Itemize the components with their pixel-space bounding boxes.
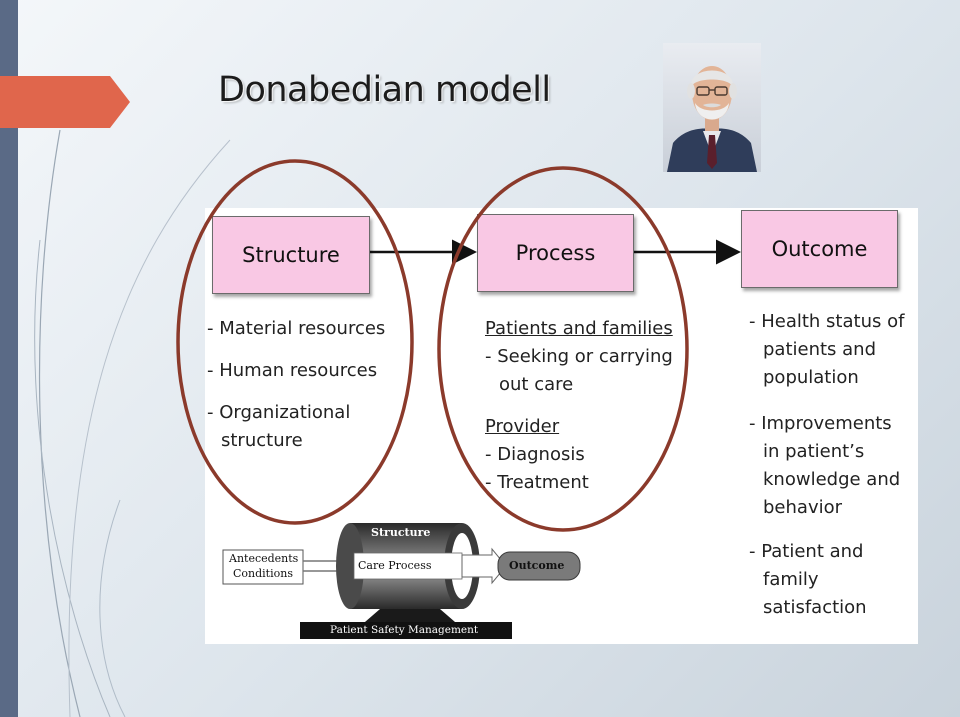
outcome-item: in patient’s — [763, 441, 865, 462]
care-process-label: Care Process — [358, 559, 432, 572]
process-item: - Treatment — [485, 472, 589, 493]
outcome-item: - Health status of — [749, 311, 905, 332]
structure-box: Structure — [212, 216, 370, 294]
outcome-item: behavior — [763, 497, 843, 518]
outcome-item: population — [763, 367, 859, 388]
structure-item: - Human resources — [207, 360, 378, 381]
outcome-list: - Health status of patients and populati… — [749, 308, 904, 622]
conditions-label: Conditions — [233, 567, 293, 580]
process-item: - Diagnosis — [485, 444, 585, 465]
outcome-item: - Improvements — [749, 413, 892, 434]
process-item: out care — [499, 374, 574, 395]
outcome-item: patients and — [763, 339, 877, 360]
outcome-box: Outcome — [741, 210, 898, 288]
outcome-item: family — [763, 569, 819, 590]
structure-item: structure — [221, 430, 303, 451]
tube-structure-label: Structure — [371, 526, 431, 539]
slide-title: Donabedian modell — [218, 70, 551, 110]
patients-heading: Patients and families — [485, 318, 673, 339]
title-arrow-icon — [0, 76, 130, 128]
outcome-item: - Patient and — [749, 541, 864, 562]
tube-outcome-label: Outcome — [509, 559, 565, 572]
process-list: Patients and families - Seeking or carry… — [485, 315, 687, 497]
process-item: - Seeking or carrying — [485, 346, 673, 367]
structure-item: - Material resources — [207, 318, 386, 339]
side-accent-bar — [0, 0, 18, 717]
structure-list: - Material resources - Human resources -… — [207, 315, 385, 455]
antecedents-label: Antecedents — [229, 552, 299, 565]
outcome-item: knowledge and — [763, 469, 901, 490]
structure-item: - Organizational — [207, 402, 351, 423]
provider-heading: Provider — [485, 416, 560, 437]
patient-safety-label: Patient Safety Management — [330, 624, 479, 636]
process-box: Process — [477, 214, 634, 292]
portrait-photo-icon — [663, 43, 761, 172]
outcome-item: satisfaction — [763, 597, 867, 618]
